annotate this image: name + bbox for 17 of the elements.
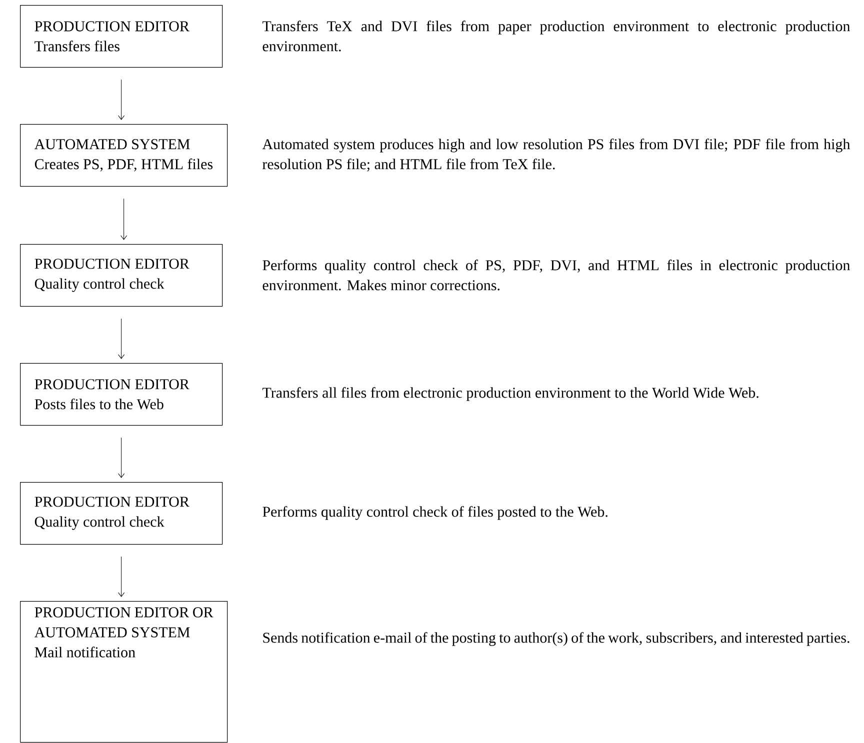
description-text: Performs quality control check of PS, PDF, DVI, and HTML files in electronic production environment. Makes minor corrections. [262, 260, 850, 290]
arrow [118, 437, 125, 478]
process-box: PRODUCTION EDITOR OR AUTOMATED SYSTEM Mail notification [20, 601, 228, 743]
description-text: Automated system produces high and low resolution PS files from DVI file; PDF file from high resolution PS file; and HTML file from TeX file. [262, 138, 850, 172]
description-text: Transfers all files from electronic production environment to the World Wide Web. [262, 387, 758, 401]
arrow [118, 556, 125, 597]
arrow [120, 198, 128, 240]
process-box: PRODUCTION EDITOR Quality control check [20, 482, 223, 545]
process-box: PRODUCTION EDITOR Quality control check [20, 244, 223, 307]
description-text: Transfers TeX and DVI files from paper production environment to electronic production environment. [262, 20, 850, 52]
description-text: Sends notification e-mail of the posting to author(s) of the work, subscribers, and interested parties. [263, 632, 850, 646]
process-box: PRODUCTION EDITOR Posts files to the Web [20, 363, 223, 426]
description-text: Performs quality control check of files posted to the Web. [262, 506, 608, 520]
process-box: AUTOMATED SYSTEM Creates PS, PDF, HTML files [20, 124, 228, 187]
arrow [118, 79, 125, 120]
arrow [118, 318, 125, 359]
process-box: PRODUCTION EDITOR Transfers files [20, 5, 223, 68]
